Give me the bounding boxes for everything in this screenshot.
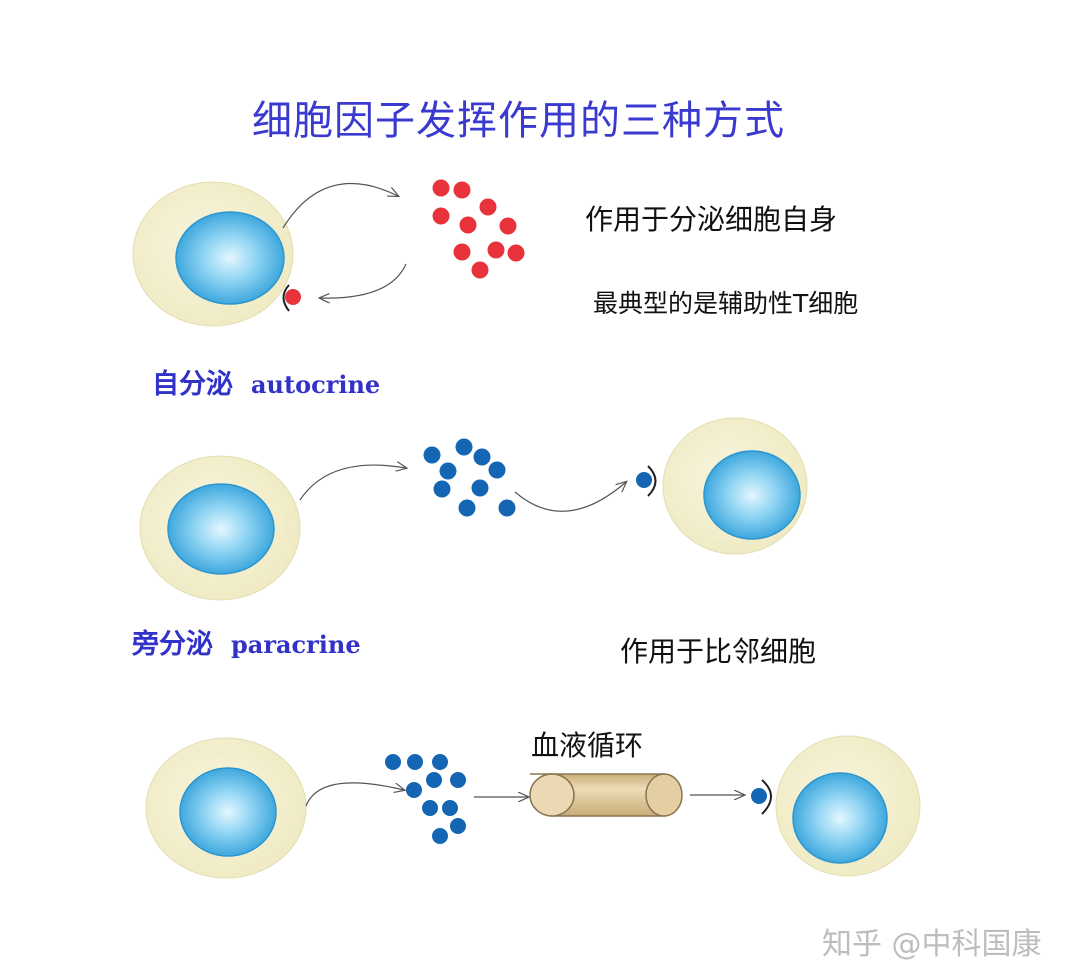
cytokine-dot (499, 217, 517, 235)
cytokine-dot (426, 772, 442, 788)
autocrine-note: 作用于分泌细胞自身 (585, 203, 838, 236)
watermark: 知乎 @中科国康 (822, 927, 1042, 962)
diagram-title: 细胞因子发挥作用的三种方式 (252, 98, 785, 144)
endocrine-secretion-arrow (305, 782, 404, 807)
cytokine-dot (432, 828, 448, 844)
vessel-label: 血液循环 (531, 729, 644, 762)
paracrine-delivery-arrow (514, 482, 626, 512)
autocrine-cell (132, 181, 294, 327)
cytokine-dot (455, 438, 473, 456)
cytokine-dot (450, 818, 466, 834)
endocrine-source-cell (145, 737, 307, 879)
paracrine-target-nucleus (703, 450, 801, 540)
cytokine-dot (406, 782, 422, 798)
endocrine-target-nucleus (792, 772, 888, 864)
cytokine-dot (385, 754, 401, 770)
cytokine-dot (433, 480, 451, 498)
autocrine-nucleus (175, 211, 285, 305)
paracrine-target-cell (662, 417, 808, 555)
cytokine-dot (453, 181, 471, 199)
paracrine-source-cell (139, 455, 301, 601)
cytokine-dot (442, 800, 458, 816)
endocrine-target-cell (775, 735, 921, 877)
cytokine-dot (432, 754, 448, 770)
paracrine-bound-cytokine (636, 472, 652, 488)
cytokine-dot (479, 198, 497, 216)
cytokine-dot (488, 461, 506, 479)
cytokine-dot (507, 244, 525, 262)
autocrine-label-en: autocrine (251, 370, 381, 399)
cytokine-dot (422, 800, 438, 816)
cytokine-dot (432, 179, 450, 197)
paracrine-source-nucleus (167, 483, 275, 575)
endocrine-receptor (761, 779, 772, 815)
autocrine-bound-cytokine (285, 289, 301, 305)
paracrine-receptor (647, 465, 657, 497)
cytokine-dot (407, 754, 423, 770)
autocrine-receptor (282, 284, 290, 312)
autocrine-label-cn: 自分泌 (152, 369, 233, 400)
cytokine-dot (432, 207, 450, 225)
cytokine-dot (458, 499, 476, 517)
paracrine-cytokine-cluster (423, 438, 516, 517)
autocrine-label: 自分泌 autocrine (152, 362, 380, 401)
cytokine-dot (471, 479, 489, 497)
endocrine-bound-cytokine (751, 788, 767, 804)
cytokine-dot (423, 446, 441, 464)
cytokine-dot (439, 462, 457, 480)
cytokine-dot (459, 216, 477, 234)
paracrine-secretion-arrow (299, 465, 406, 501)
paracrine-label: 旁分泌 paracrine (132, 622, 361, 661)
autocrine-secretion-arrow (282, 183, 398, 229)
cytokine-dot (453, 243, 471, 261)
cytokine-dot (473, 448, 491, 466)
paracrine-label-en: paracrine (231, 630, 361, 659)
paracrine-label-cn: 旁分泌 (132, 629, 213, 660)
endocrine-source-nucleus (179, 767, 277, 857)
autocrine-cytokine-cluster (432, 179, 525, 279)
autocrine-example: 最典型的是辅助性T细胞 (593, 289, 859, 318)
autocrine-return-arrow (320, 263, 407, 298)
paracrine-note: 作用于比邻细胞 (620, 635, 817, 668)
blood-vessel (529, 773, 683, 817)
endocrine-cytokine-cluster (385, 754, 466, 844)
cytokine-dot (471, 261, 489, 279)
cytokine-dot (450, 772, 466, 788)
cytokine-dot (487, 241, 505, 259)
cytokine-dot (498, 499, 516, 517)
